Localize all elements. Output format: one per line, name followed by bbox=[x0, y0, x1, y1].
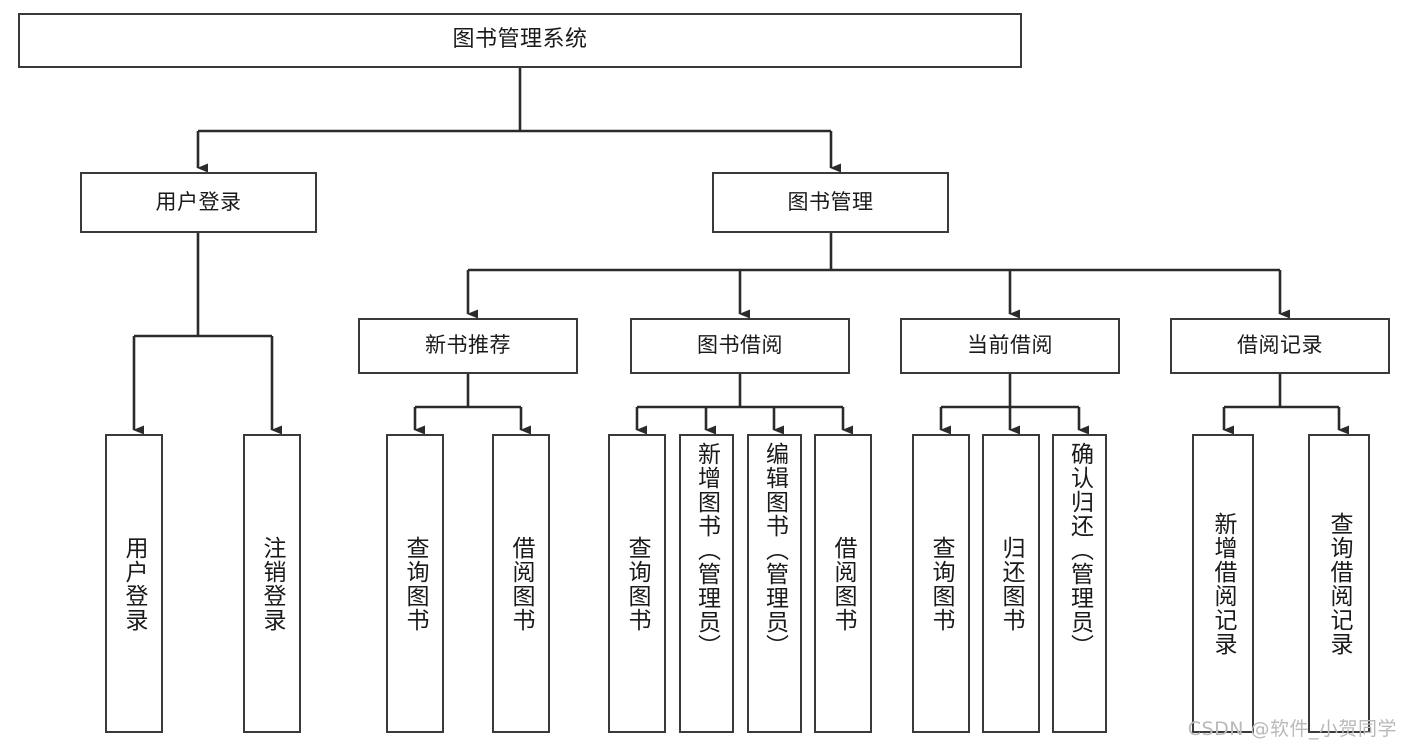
leaf-confirm-return[interactable]: 确认归还（管理员） bbox=[1052, 434, 1107, 733]
leaf-query-book-2[interactable]: 查询图书 bbox=[608, 434, 666, 733]
leaf-borrow-book-2[interactable]: 借阅图书 bbox=[814, 434, 872, 733]
node-new-book-recommend[interactable]: 新书推荐 bbox=[358, 318, 578, 374]
node-user-login[interactable]: 用户登录 bbox=[80, 172, 317, 233]
leaf-add-record[interactable]: 新增借阅记录 bbox=[1192, 434, 1254, 733]
leaf-return-book[interactable]: 归还图书 bbox=[982, 434, 1040, 733]
node-root[interactable]: 图书管理系统 bbox=[18, 13, 1022, 68]
leaf-edit-book[interactable]: 编辑图书（管理员） bbox=[747, 434, 802, 733]
leaf-borrow-book-1[interactable]: 借阅图书 bbox=[492, 434, 550, 733]
leaf-logout[interactable]: 注销登录 bbox=[243, 434, 301, 733]
leaf-query-book-3[interactable]: 查询图书 bbox=[912, 434, 970, 733]
leaf-query-record[interactable]: 查询借阅记录 bbox=[1308, 434, 1370, 733]
leaf-add-book[interactable]: 新增图书（管理员） bbox=[679, 434, 734, 733]
leaf-query-book-1[interactable]: 查询图书 bbox=[386, 434, 444, 733]
node-borrow-record[interactable]: 借阅记录 bbox=[1170, 318, 1390, 374]
node-current-borrow[interactable]: 当前借阅 bbox=[900, 318, 1120, 374]
node-book-manage[interactable]: 图书管理 bbox=[712, 172, 949, 233]
leaf-user-login[interactable]: 用户登录 bbox=[105, 434, 163, 733]
node-book-borrow[interactable]: 图书借阅 bbox=[630, 318, 850, 374]
csdn-watermark: CSDN @软件_小贺同学 bbox=[1187, 718, 1397, 740]
